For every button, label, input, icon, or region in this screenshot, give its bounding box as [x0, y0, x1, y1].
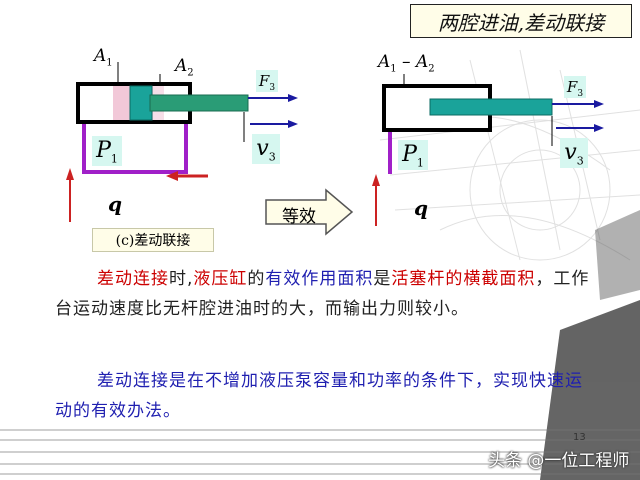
- left-pressure-label: P1: [92, 136, 122, 166]
- left-flow-label: q: [108, 192, 122, 216]
- watermark: 头条 @一位工程师: [488, 451, 630, 471]
- right-pressure-label: P1: [398, 140, 428, 170]
- left-pipes: [82, 124, 188, 174]
- right-force-label: F3: [564, 76, 586, 99]
- left-area1-label: A1: [94, 46, 113, 69]
- slide-title: 两腔进油,差动联接: [410, 4, 632, 38]
- left-area2-label: A2: [175, 56, 194, 79]
- hydraulic-diagrams: [66, 62, 604, 236]
- paragraph-2: 差动连接是在不增加液压泵容量和功率的条件下，实现快速运动的有效办法。: [55, 371, 583, 421]
- right-cylinder: [382, 74, 553, 132]
- left-diagram-caption: (c)差动联接: [92, 228, 214, 252]
- left-rod: [149, 94, 249, 112]
- right-velocity-label: v3: [560, 138, 588, 168]
- equivalent-label: 等效: [282, 207, 316, 227]
- left-piston: [129, 85, 153, 121]
- right-area-diff-label: A1 – A2: [378, 52, 435, 75]
- right-rod: [429, 98, 553, 116]
- paragraph-1: 差动连接时,液压缸的有效作用面积是活塞杆的横截面积，工作台运动速度比无杆腔进油时…: [55, 269, 590, 319]
- paragraph-1-term: 差动连接: [97, 269, 169, 289]
- left-velocity-label: v3: [252, 134, 280, 164]
- right-flow-label: q: [414, 196, 428, 220]
- left-force-label: F3: [256, 70, 278, 93]
- equivalent-arrow: [265, 188, 354, 236]
- page-number: 13: [573, 432, 586, 443]
- left-cylinder: [76, 62, 249, 124]
